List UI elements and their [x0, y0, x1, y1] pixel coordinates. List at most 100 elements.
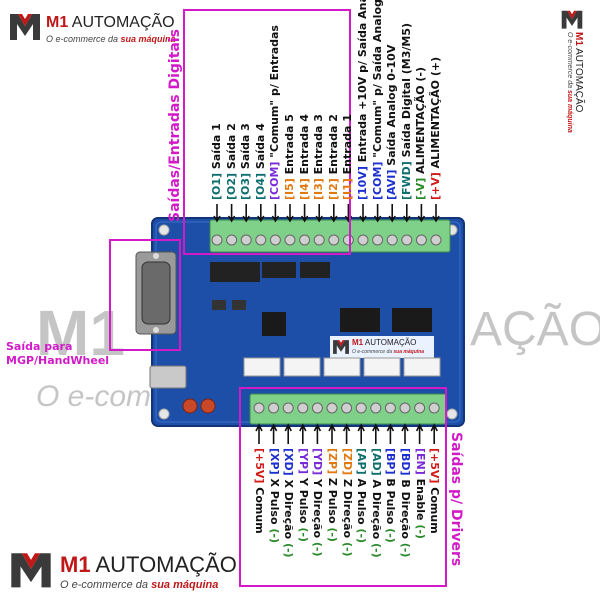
- pin-description: Saída 3: [239, 123, 253, 173]
- pin-description: Saída 1: [210, 123, 223, 173]
- pin-description: Comum: [428, 483, 442, 534]
- terminal-screw: [253, 402, 265, 414]
- terminal-screw: [299, 234, 311, 246]
- pin-description: Saída 2: [224, 123, 238, 173]
- pin-tag: [10V]: [356, 166, 369, 200]
- terminal-screw: [328, 234, 340, 246]
- logo-tagline-prefix: O e-commerce da: [46, 34, 121, 44]
- pin-arrow: [415, 423, 424, 444]
- mount-hole: [446, 408, 458, 420]
- bottom-pin-label: [BP] B Pulso (-): [384, 448, 397, 543]
- top-pin-label: [I5] Entrada 5: [283, 114, 296, 200]
- chip: [300, 262, 330, 278]
- terminal-screw: [342, 234, 354, 246]
- pin-tag: [O1]: [210, 172, 223, 200]
- pin-arrow: [255, 423, 263, 444]
- pin-arrow: [328, 423, 336, 444]
- pin-arrow: [313, 423, 322, 444]
- chip: [210, 262, 260, 282]
- logo-brand-code: M1: [46, 14, 69, 31]
- terminal-screw: [284, 234, 296, 246]
- chip: [212, 300, 226, 310]
- logo-tagline-emph: sua máquina: [120, 34, 176, 44]
- terminal-screw: [326, 402, 338, 414]
- mount-hole: [158, 408, 170, 420]
- pin-description: Z Direção: [340, 475, 354, 542]
- pin-arrow: [300, 204, 309, 223]
- pin-tag: [XD]: [282, 448, 296, 476]
- chip: [392, 308, 432, 332]
- top-pin-label: [I4] Entrada 4: [298, 114, 311, 200]
- terminal-screw: [297, 402, 309, 414]
- bottom-pin-label: [AP] A Pulso (-): [355, 448, 368, 543]
- chip: [340, 308, 380, 332]
- terminal-screw: [401, 234, 413, 246]
- top-pin-label: [O3] Saída 3: [239, 123, 252, 200]
- top-pin-label: [10V] Entrada +10V p/ Saída Analog.: [356, 0, 369, 200]
- top-pin-label: [FWD] Saída Digital (M3/M5): [400, 23, 413, 200]
- board-logo-name: AUTOMAÇÃO: [364, 338, 417, 347]
- pin-description: Entrada +10V p/ Saída Analog.: [356, 0, 369, 167]
- pin-arrow: [357, 423, 365, 444]
- pin-arrow: [227, 204, 236, 223]
- m1-logo-icon: [11, 553, 51, 588]
- pin-arrow: [432, 204, 440, 223]
- pin-arrow: [386, 423, 395, 444]
- pin-tag: [EN]: [413, 448, 427, 475]
- m1-logo-icon: [10, 14, 40, 40]
- terminal-screw: [386, 234, 398, 246]
- bottom-pin-label: [+5V] Comum: [428, 448, 441, 534]
- pin-arrow: [330, 204, 338, 223]
- title-drivers: Saídas p/ Drivers: [448, 432, 464, 567]
- highlight-mgp-port: [109, 239, 181, 351]
- top-pin-label: [I1] Entrada 1: [341, 114, 354, 200]
- pin-arrow: [372, 423, 380, 444]
- pin-polarity: (-): [384, 528, 398, 543]
- top-pin-label: [+V] ALIMENTAÇÃO (+): [429, 57, 442, 200]
- pin-tag: [BD]: [399, 448, 412, 476]
- logo-brand: M1 AUTOMAÇÃO: [60, 552, 237, 578]
- board-logo-code: M1: [352, 338, 364, 347]
- pin-description: Entrada 3: [312, 114, 326, 179]
- pin-tag: [ZP]: [326, 448, 339, 475]
- pin-tag: [I2]: [326, 178, 340, 200]
- top-pin-label: [O4] Saída 4: [254, 123, 267, 200]
- m1-logo-icon: [333, 340, 349, 354]
- top-pin-label: [O1] Saída 1: [210, 123, 223, 200]
- pin-tag: [BP]: [384, 448, 398, 475]
- mount-hole: [158, 224, 170, 236]
- terminal-screw: [415, 234, 427, 246]
- terminal-screw: [372, 234, 384, 246]
- pin-arrow: [269, 423, 278, 444]
- terminal-screw: [399, 402, 411, 414]
- m1-logo-icon: [561, 10, 583, 29]
- pin-description: Z Pulso: [326, 474, 339, 528]
- pin-polarity: (-): [267, 528, 281, 543]
- top-pin-label: [COM] "Comum" p/ Saída Analog.: [371, 0, 384, 200]
- pin-arrow: [401, 423, 409, 444]
- pin-polarity: (-): [282, 542, 296, 558]
- pin-arrow: [430, 423, 438, 444]
- pin-arrow: [284, 423, 292, 444]
- pin-polarity: (-): [413, 524, 427, 539]
- logo-tagline-prefix: O e-commerce da: [60, 579, 152, 591]
- pin-tag: [XP]: [267, 448, 281, 475]
- terminal-screw: [268, 402, 280, 414]
- board-logo-tagline-emph: sua máquina: [393, 349, 424, 355]
- bottom-pin-label: [AD] A Direção (-): [370, 448, 383, 558]
- highlight-digital-io: [183, 9, 351, 255]
- top-pin-label: [-V] ALIMENTAÇÃO (-): [414, 67, 427, 200]
- logo-top-right: M1 AUTOMAÇÃO O e-commerce da sua máquina: [556, 8, 596, 148]
- pin-description: Saída Analog 0-10V: [385, 44, 399, 170]
- pin-polarity: (-): [311, 541, 325, 557]
- pin-arrow: [359, 204, 367, 223]
- pin-description: ALIMENTAÇÃO (+): [429, 56, 442, 173]
- pin-arrow: [342, 423, 351, 444]
- pin-polarity: (-): [369, 543, 383, 558]
- pin-description: "Comum" p/ Entradas: [268, 25, 282, 162]
- terminal-screw: [211, 234, 223, 246]
- pin-arrow: [257, 204, 265, 223]
- terminal-screw: [355, 402, 367, 414]
- terminal-screw: [255, 234, 267, 246]
